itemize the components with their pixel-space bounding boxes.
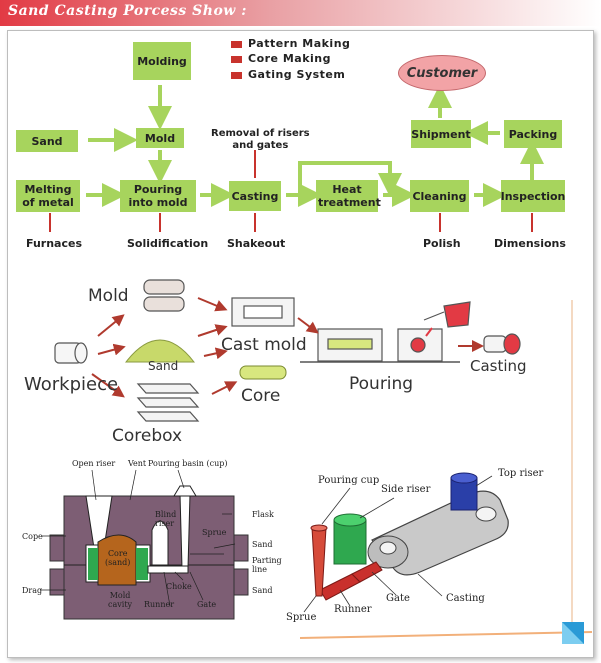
cavity-metal xyxy=(88,548,98,580)
note-removal: Removal of risers and gates xyxy=(211,128,310,151)
iso-label-runner: Runner xyxy=(334,604,372,615)
legend-gating-system: Gating System xyxy=(248,68,346,81)
note-polish: Polish xyxy=(423,237,461,250)
iso-label-side-riser: Side riser xyxy=(381,484,431,495)
note-shakeout: Shakeout xyxy=(227,237,286,250)
box-melting: Melting of metal xyxy=(16,180,80,212)
label-core: Core (sand) xyxy=(105,549,131,567)
header-bar: Sand Casting Porcess Show : xyxy=(0,0,601,26)
label-sand-top: Sand xyxy=(252,540,273,549)
label-cope: Cope xyxy=(22,532,43,541)
iso-label-sprue: Sprue xyxy=(286,612,317,623)
corebox-illustration xyxy=(136,383,200,422)
label-mold-cavity: Mold cavity xyxy=(108,591,133,609)
legend-pattern-making: Pattern Making xyxy=(248,37,351,50)
label-blind-riser: Blind riser xyxy=(155,510,177,528)
box-sand-label: Sand xyxy=(31,134,63,148)
box-packing-label: Packing xyxy=(508,127,558,141)
sk-arrow-1 xyxy=(97,314,125,337)
sketch-label-corebox: Corebox xyxy=(112,426,183,446)
sk-arrow-3 xyxy=(91,373,125,398)
sketch-label-workpiece: Workpiece xyxy=(24,374,119,395)
sand-pile-illustration xyxy=(124,339,196,363)
box-inspection: Inspection xyxy=(501,180,565,212)
box-molding: Molding xyxy=(133,42,191,80)
label-runner: Runner xyxy=(144,600,175,609)
note-solidification: Solidification xyxy=(127,237,209,250)
box-mold-label: Mold xyxy=(144,131,176,145)
iso-gate xyxy=(351,561,383,583)
note-furnaces: Furnaces xyxy=(26,237,83,250)
sketch-label-core: Core xyxy=(241,386,281,406)
iso-label-casting: Casting xyxy=(446,593,485,604)
box-inspection-label: Inspection xyxy=(500,189,566,203)
mold-illustration xyxy=(143,279,185,312)
box-pouring-label: Pouring into mold xyxy=(128,183,188,209)
sk-arrow-8 xyxy=(297,317,319,334)
sk-arrow-4 xyxy=(197,297,228,312)
label-choke: Choke xyxy=(166,582,192,591)
iso-label-gate: Gate xyxy=(386,593,410,604)
label-flask: Flask xyxy=(252,510,274,519)
arrow-bypass xyxy=(298,161,402,197)
iso-label-pouring-cup: Pouring cup xyxy=(318,475,380,486)
label-vent: Vent xyxy=(128,459,147,468)
sk-arrow-7 xyxy=(211,381,238,395)
box-casting: Casting xyxy=(229,181,281,211)
box-shipment-label: Shipment xyxy=(411,127,471,141)
sketch-label-mold: Mold xyxy=(88,286,129,306)
pouring-mold-illustration xyxy=(317,328,443,362)
box-heat-treatment: Heat treatment xyxy=(316,180,381,212)
box-casting-label: Casting xyxy=(231,189,279,203)
legend-swatch-2 xyxy=(231,56,242,63)
sketch-label-pouring: Pouring xyxy=(349,374,414,394)
box-sand: Sand xyxy=(16,130,78,152)
pouring-cup-shape xyxy=(173,485,197,497)
iso-label-top-riser: Top riser xyxy=(498,468,544,479)
sk-arrow-2 xyxy=(97,343,126,356)
label-parting-line: Parting line xyxy=(252,556,282,574)
runner-shape xyxy=(147,565,189,574)
iso-side-riser xyxy=(333,519,367,565)
ladle-illustration xyxy=(423,301,471,337)
legend-core-making: Core Making xyxy=(248,52,332,65)
legend-swatch-1 xyxy=(231,41,242,48)
label-sprue: Sprue xyxy=(202,528,227,537)
blind-riser-shape xyxy=(151,520,169,566)
label-open-riser: Open riser xyxy=(72,459,116,468)
cast-mold-illustration xyxy=(231,297,295,327)
customer-label: Customer xyxy=(406,65,478,81)
note-dimensions: Dimensions xyxy=(494,237,566,250)
customer-ellipse: Customer xyxy=(398,55,486,91)
box-heat-label: Heat treatment xyxy=(318,183,381,209)
page-title: Sand Casting Porcess Show : xyxy=(8,3,247,19)
sketch-label-casting: Casting xyxy=(470,357,527,375)
legend-swatch-3 xyxy=(231,72,242,79)
box-mold: Mold xyxy=(136,128,184,148)
box-pouring: Pouring into mold xyxy=(120,180,196,212)
sk-arrow-6 xyxy=(203,347,228,360)
box-molding-label: Molding xyxy=(137,54,187,68)
box-melting-label: Melting of metal xyxy=(22,183,74,209)
label-gate: Gate xyxy=(197,600,217,609)
casting-illustration xyxy=(483,333,521,355)
sk-arrow-5 xyxy=(197,324,228,337)
workpiece-illustration xyxy=(54,342,88,364)
label-pouring-basin: Pouring basin (cup) xyxy=(148,459,228,468)
box-packing: Packing xyxy=(504,120,562,148)
core-illustration xyxy=(239,365,287,380)
box-cleaning-label: Cleaning xyxy=(412,189,467,203)
sketch-label-sand: Sand xyxy=(148,359,179,373)
label-sand-bottom: Sand xyxy=(252,586,273,595)
box-shipment: Shipment xyxy=(411,120,471,148)
box-cleaning: Cleaning xyxy=(410,180,469,212)
label-drag: Drag xyxy=(22,586,43,595)
sketch-label-cast-mold: Cast mold xyxy=(221,335,307,355)
